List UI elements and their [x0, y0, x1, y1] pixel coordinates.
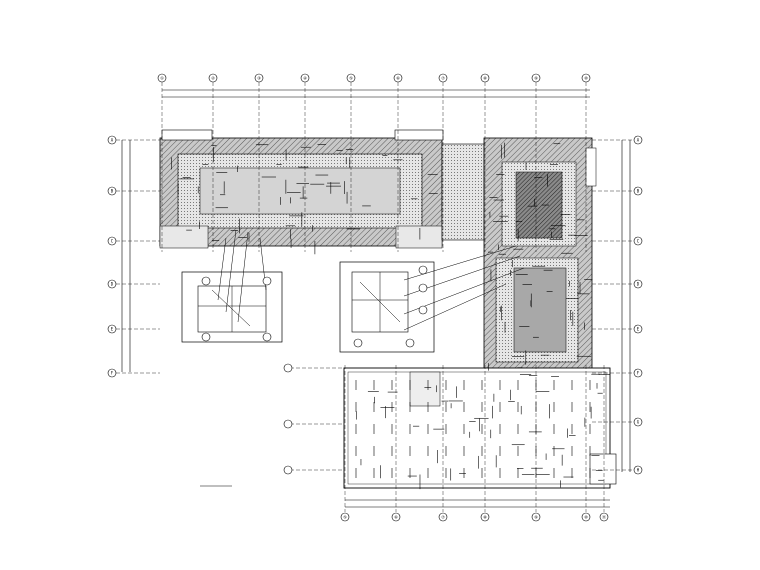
- axis-bubble-right: H: [633, 465, 643, 475]
- detail-axis-bubble: [262, 332, 272, 342]
- axis-bubble-bottom: ⑤: [340, 512, 350, 522]
- detail-box-2: [339, 261, 435, 353]
- svg-text:B: B: [637, 189, 640, 194]
- svg-text:⑨: ⑨: [534, 76, 538, 81]
- axis-bubble-right: B: [633, 186, 643, 196]
- detail-axis-bubble: [353, 338, 363, 348]
- axis-bubble-left: E: [107, 324, 117, 334]
- axis-bubble-bottom: ⑥: [391, 512, 401, 522]
- svg-text:③: ③: [257, 76, 261, 81]
- detail-axis-bubble: [418, 283, 428, 293]
- svg-text:①: ①: [160, 76, 164, 81]
- axis-bubbles: ① ② ③ ④ ⑤ ⑥ ⑦ ⑧ ⑨ ⑩ ⑤ ⑥ ⑦ ⑧ ⑨ ⑩ ⑪ A B C D E F A B C D E F G H: [107, 73, 643, 522]
- detail-axis-bubble: [262, 276, 272, 286]
- detail-axis-bubble: [201, 332, 211, 342]
- axis-bubble-bottom: ⑨: [531, 512, 541, 522]
- svg-text:C: C: [637, 239, 640, 244]
- axis-bubble-top: ⑤: [346, 73, 356, 83]
- svg-text:⑤: ⑤: [343, 515, 347, 520]
- svg-text:⑤: ⑤: [349, 76, 353, 81]
- axis-bubble-top: ⑦: [438, 73, 448, 83]
- axis-bubble-left: D: [107, 279, 117, 289]
- svg-text:②: ②: [211, 76, 215, 81]
- axis-bubble-left: A: [107, 135, 117, 145]
- svg-text:E: E: [111, 327, 114, 332]
- axis-bubble-right: C: [633, 236, 643, 246]
- svg-text:D: D: [111, 282, 114, 287]
- axis-bubble-left: F: [107, 368, 117, 378]
- axis-bubble-top: ①: [157, 73, 167, 83]
- svg-text:D: D: [637, 282, 640, 287]
- svg-text:C: C: [111, 239, 114, 244]
- svg-text:A: A: [111, 138, 114, 143]
- axis-bubble-left: C: [107, 236, 117, 246]
- detail-axis-bubble: [201, 276, 211, 286]
- axis-bubble-bottom: ⑦: [438, 512, 448, 522]
- detail-axis-bubble: [418, 305, 428, 315]
- rebar-marks: [171, 142, 611, 490]
- axis-bubble-bottom: ⑩: [581, 512, 591, 522]
- axis-bubble-top: ⑥: [393, 73, 403, 83]
- axis-bubble-top: ②: [208, 73, 218, 83]
- svg-text:⑧: ⑧: [483, 515, 487, 520]
- axis-bubble-right: G: [633, 417, 643, 427]
- top-left-wing: [159, 129, 444, 249]
- svg-text:⑨: ⑨: [534, 515, 538, 520]
- svg-text:⑩: ⑩: [584, 76, 588, 81]
- axis-bubble-top: ③: [254, 73, 264, 83]
- detail-axis-bubble: [405, 338, 415, 348]
- svg-text:⑦: ⑦: [441, 515, 445, 520]
- axis-bubble-right: F: [633, 368, 643, 378]
- axis-bubble-bottom: ⑪: [599, 512, 609, 522]
- svg-text:⑦: ⑦: [441, 76, 445, 81]
- axis-bubble-left-lower: [283, 363, 293, 373]
- left-dimension-lines: [121, 140, 131, 372]
- connector-slab: [441, 143, 485, 241]
- axis-bubble-left-lower: [283, 465, 293, 475]
- bottom-block: [343, 367, 617, 489]
- svg-text:G: G: [637, 420, 640, 425]
- svg-text:⑥: ⑥: [396, 76, 400, 81]
- axis-bubble-left-lower: [283, 419, 293, 429]
- axis-bubble-left: B: [107, 186, 117, 196]
- bottom-dimension-lines: [345, 499, 610, 508]
- axis-bubble-right: E: [633, 324, 643, 334]
- svg-text:A: A: [637, 138, 640, 143]
- top-dimension-lines: [162, 89, 590, 98]
- detail-axis-bubble: [418, 265, 428, 275]
- svg-text:④: ④: [303, 76, 307, 81]
- svg-text:⑧: ⑧: [483, 76, 487, 81]
- axis-bubble-top: ⑧: [480, 73, 490, 83]
- axis-bubble-bottom: ⑧: [480, 512, 490, 522]
- axis-bubble-right: D: [633, 279, 643, 289]
- svg-text:⑪: ⑪: [602, 514, 606, 520]
- svg-text:F: F: [111, 371, 114, 376]
- axis-bubble-right: A: [633, 135, 643, 145]
- svg-text:H: H: [637, 468, 640, 473]
- svg-text:F: F: [637, 371, 640, 376]
- axis-bubble-top: ⑨: [531, 73, 541, 83]
- svg-text:B: B: [111, 189, 114, 194]
- svg-text:E: E: [637, 327, 640, 332]
- right-dimension-lines: [621, 140, 631, 472]
- svg-text:⑥: ⑥: [394, 515, 398, 520]
- axis-bubble-top: ④: [300, 73, 310, 83]
- axis-bubble-top: ⑩: [581, 73, 591, 83]
- axis-grid-lines: [116, 82, 634, 512]
- svg-text:⑩: ⑩: [584, 515, 588, 520]
